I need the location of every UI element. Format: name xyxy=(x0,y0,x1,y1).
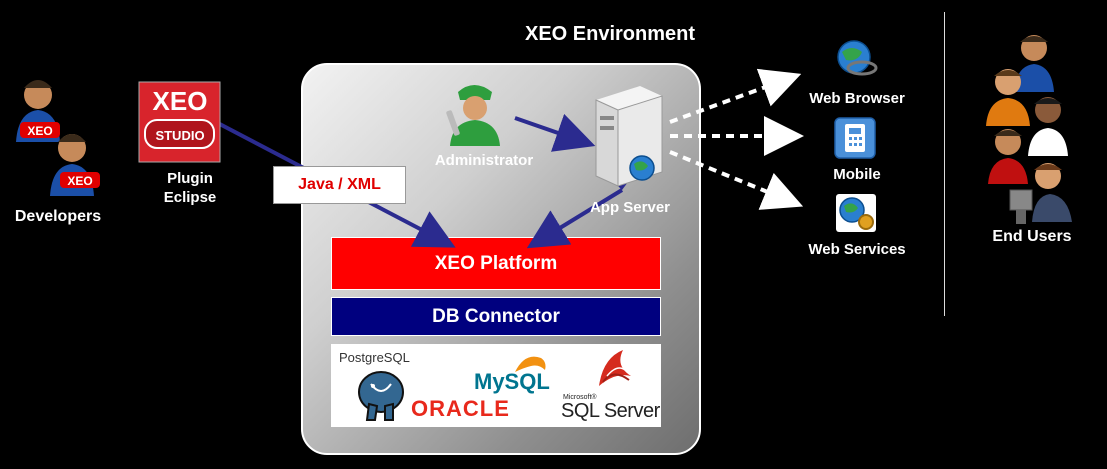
environment-title: XEO Environment xyxy=(524,23,696,45)
mobile-phone-icon xyxy=(834,117,876,159)
java-xml-box: Java / XML xyxy=(273,166,406,204)
developer-person-icon: XEO xyxy=(50,134,100,196)
app-server-icon xyxy=(595,86,663,187)
oracle-label: ORACLE xyxy=(411,396,510,421)
postgresql-elephant-icon xyxy=(358,371,404,421)
xeo-platform-bar: XEO Platform xyxy=(331,237,661,290)
end-users-label: End Users xyxy=(992,228,1072,245)
sqlserver-label: SQL Server xyxy=(561,400,660,422)
appserver-to-webservices-arrow xyxy=(669,150,804,210)
developer-person-icon: XEO xyxy=(16,80,60,142)
sqlserver-logo-icon xyxy=(599,350,631,386)
xeo-studio-logo-icon: XEO STUDIO xyxy=(138,81,221,163)
web-services-gear-globe-icon xyxy=(836,194,876,232)
developers-label: Developers xyxy=(14,208,102,225)
svg-text:XEO: XEO xyxy=(67,174,92,188)
sqlserver-microsoft-label: Microsoft® xyxy=(563,394,597,401)
mysql-label: MySQL xyxy=(474,369,550,394)
admin-to-appserver-arrow xyxy=(514,113,596,152)
svg-text:STUDIO: STUDIO xyxy=(155,128,204,143)
database-logos-panel: PostgreSQL MySQL ORACLE Microsoft® SQL S… xyxy=(331,344,661,427)
plugin-label: Plugin xyxy=(167,170,213,187)
appserver-platform-arrow xyxy=(526,188,624,249)
app-server-label: App Server xyxy=(589,199,671,216)
vertical-divider xyxy=(944,12,945,316)
postgresql-label: PostgreSQL xyxy=(339,350,410,365)
db-connector-label: DB Connector xyxy=(432,305,560,327)
svg-text:XEO: XEO xyxy=(153,86,208,116)
administrator-label: Administrator xyxy=(434,152,534,169)
web-browser-label: Web Browser xyxy=(809,90,905,107)
java-xml-label: Java / XML xyxy=(298,176,381,193)
end-users-group-icon xyxy=(986,35,1072,224)
svg-text:XEO: XEO xyxy=(27,124,52,138)
mobile-label: Mobile xyxy=(833,166,881,183)
xeo-platform-label: XEO Platform xyxy=(434,252,558,274)
administrator-icon xyxy=(446,85,500,146)
mysql-dolphin-icon xyxy=(515,356,546,372)
appserver-to-browser-arrow xyxy=(669,68,802,124)
eclipse-label: Eclipse xyxy=(163,189,217,206)
db-connector-bar: DB Connector xyxy=(331,297,661,336)
web-services-label: Web Services xyxy=(808,241,906,258)
web-browser-globe-icon xyxy=(837,40,878,76)
